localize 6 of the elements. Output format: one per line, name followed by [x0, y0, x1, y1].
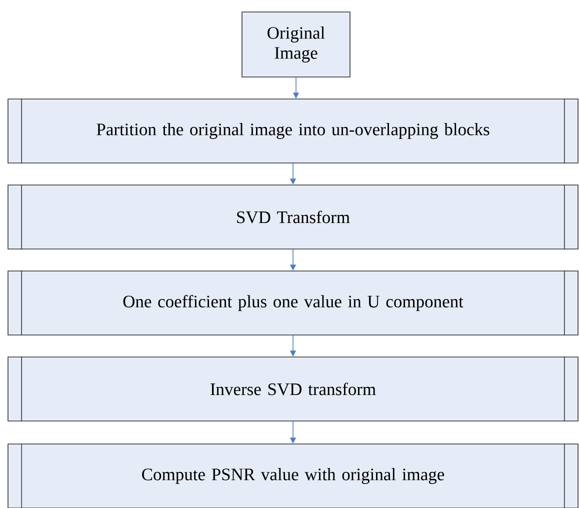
process-box: SVD Transform: [8, 184, 578, 250]
start-box: Original Image: [242, 12, 350, 78]
process-box: Partition the original image into un-overlapping blocks: [8, 98, 578, 164]
process-box: Inverse SVD transform: [8, 356, 578, 422]
process-box: Compute PSNR value with original image: [8, 443, 578, 508]
process-box: One coefficient plus one value in U component: [8, 270, 578, 336]
